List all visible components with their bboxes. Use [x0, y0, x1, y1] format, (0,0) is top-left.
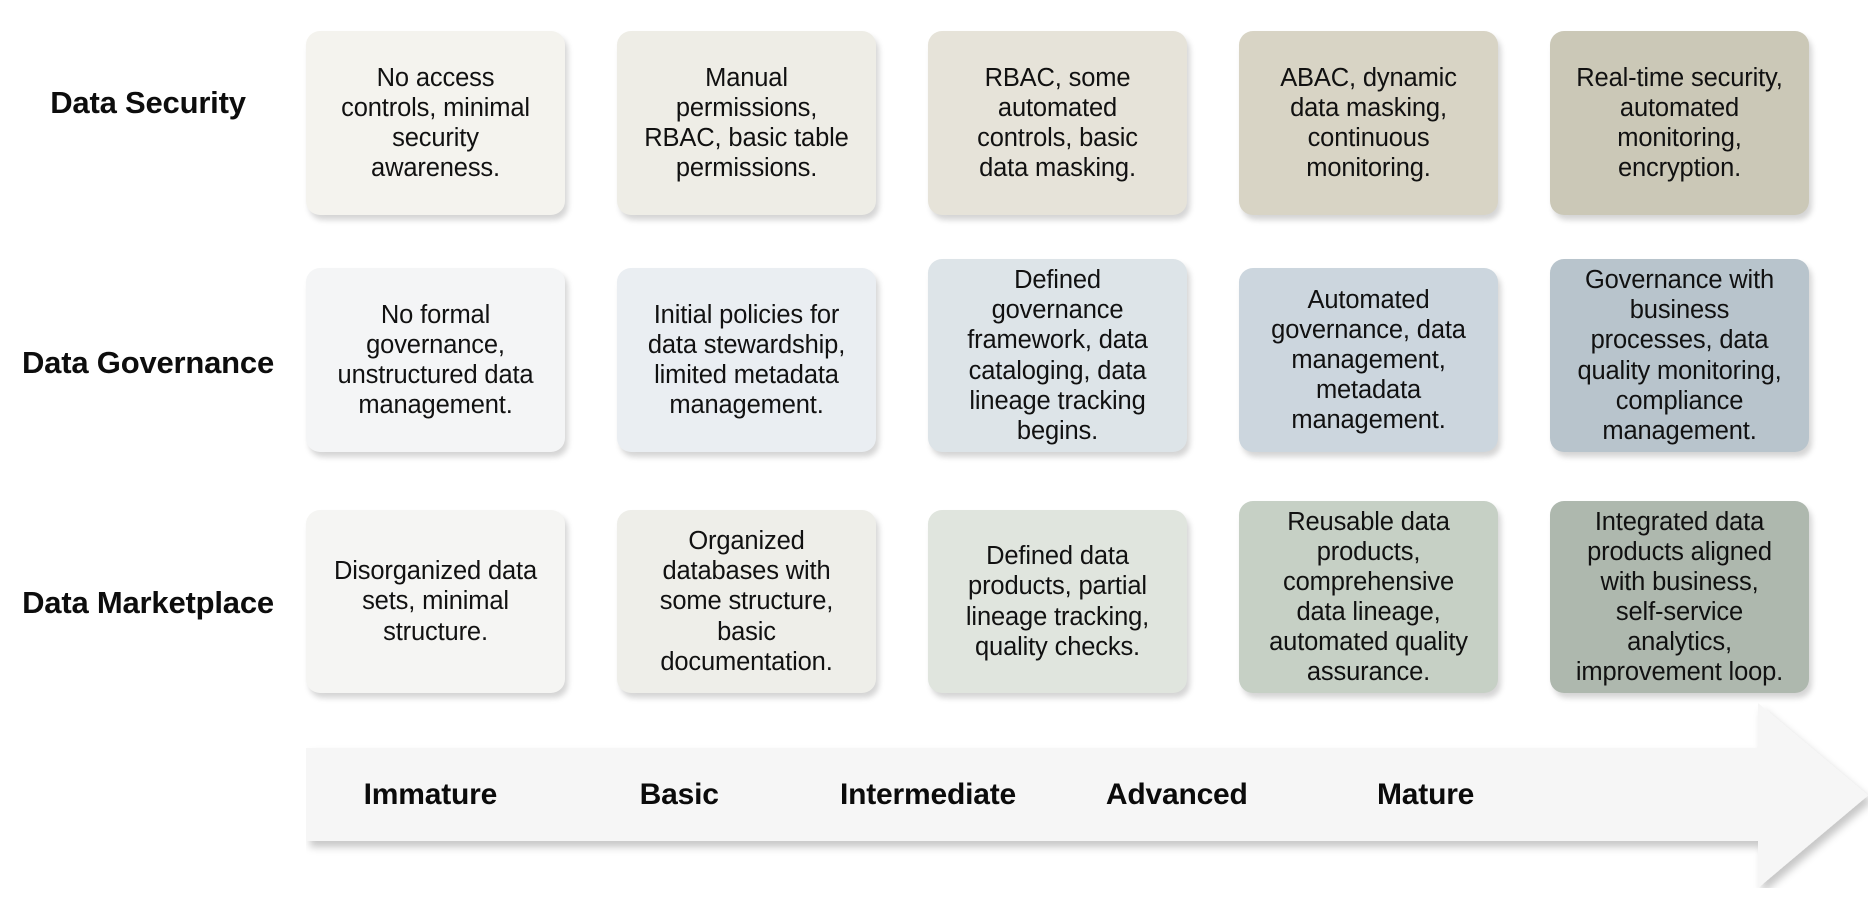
cell-data-security-mature[interactable]: Real-time security, automated monitoring…: [1550, 31, 1809, 215]
arrow-shape-icon: [306, 703, 1868, 888]
cell-text: Disorganized data sets, minimal structur…: [334, 557, 537, 646]
row-label-data-governance: Data Governance: [22, 345, 274, 380]
stage-label-intermediate[interactable]: Intermediate: [839, 777, 1016, 811]
row-label-data-marketplace: Data Marketplace: [22, 585, 274, 620]
cell-data-security-immature[interactable]: No access controls, minimal security awa…: [306, 31, 565, 215]
cell-text: No formal governance, unstructured data …: [337, 300, 534, 420]
cell-data-governance-basic[interactable]: Initial policies for data stewardship, l…: [617, 268, 876, 452]
cell-text: RBAC, some automated controls, basic dat…: [977, 63, 1138, 183]
cell-text: Automated governance, data management, m…: [1271, 285, 1466, 435]
cell-data-governance-intermediate[interactable]: Defined governance framework, data catal…: [928, 259, 1187, 452]
cell-text: Real-time security, automated monitoring…: [1576, 63, 1783, 183]
cell-data-marketplace-basic[interactable]: Organized databases with some structure,…: [617, 510, 876, 693]
cell-data-marketplace-immature[interactable]: Disorganized data sets, minimal structur…: [306, 510, 565, 693]
cell-text: Organized databases with some structure,…: [659, 527, 834, 676]
cell-text: Reusable data products, comprehensive da…: [1269, 507, 1468, 687]
cell-text: Defined governance framework, data catal…: [967, 266, 1148, 445]
stage-label-basic[interactable]: Basic: [639, 777, 719, 811]
row-label-data-security: Data Security: [50, 85, 246, 120]
stage-label-advanced[interactable]: Advanced: [1105, 777, 1248, 811]
stage-label-immature[interactable]: Immature: [363, 777, 498, 811]
cell-text: No access controls, minimal security awa…: [341, 63, 530, 183]
cell-text: Manual permissions, RBAC, basic table pe…: [644, 63, 849, 183]
cell-text: Governance with business processes, data…: [1577, 266, 1782, 445]
cell-data-marketplace-intermediate[interactable]: Defined data products, partial lineage t…: [928, 510, 1187, 693]
maturity-progression-arrow: Immature Basic Intermediate Advanced Mat…: [306, 703, 1868, 888]
cell-data-security-advanced[interactable]: ABAC, dynamic data masking, continuous m…: [1239, 31, 1498, 215]
cell-text: Defined data products, partial lineage t…: [965, 542, 1150, 661]
cell-data-governance-immature[interactable]: No formal governance, unstructured data …: [306, 268, 565, 452]
stage-label-mature[interactable]: Mature: [1377, 777, 1475, 811]
maturity-stage-labels: Immature Basic Intermediate Advanced Mat…: [306, 748, 1550, 841]
cell-data-marketplace-advanced[interactable]: Reusable data products, comprehensive da…: [1239, 501, 1498, 693]
cell-data-governance-mature[interactable]: Governance with business processes, data…: [1550, 259, 1809, 452]
cell-text: Integrated data products aligned with bu…: [1575, 507, 1784, 687]
cell-text: ABAC, dynamic data masking, continuous m…: [1280, 63, 1457, 183]
cell-text: Initial policies for data stewardship, l…: [647, 300, 846, 420]
cell-data-governance-advanced[interactable]: Automated governance, data management, m…: [1239, 268, 1498, 452]
cell-data-security-basic[interactable]: Manual permissions, RBAC, basic table pe…: [617, 31, 876, 215]
cell-data-marketplace-mature[interactable]: Integrated data products aligned with bu…: [1550, 501, 1809, 693]
cell-data-security-intermediate[interactable]: RBAC, some automated controls, basic dat…: [928, 31, 1187, 215]
